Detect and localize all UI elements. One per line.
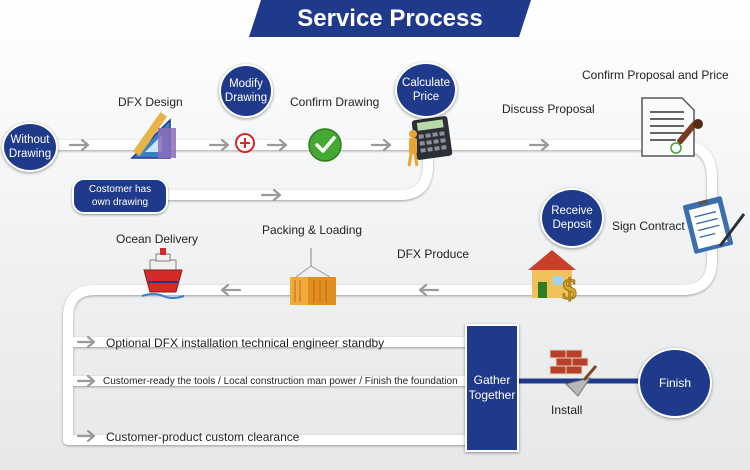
bubble-customer-own-drawing: Costomer has own drawing xyxy=(72,178,168,214)
bubble-without-drawing: Without Drawing xyxy=(2,122,58,172)
label-sign-contract: Sign Contract xyxy=(612,219,685,233)
bubble-calculate-price: Calculate Price xyxy=(395,62,457,118)
label-packing-loading: Packing & Loading xyxy=(262,223,363,237)
label-confirm-proposal: Confirm Proposal and Price xyxy=(582,68,729,82)
arrow-4 xyxy=(370,138,392,152)
label-discuss-proposal: Discuss Proposal xyxy=(502,102,595,116)
page-title: Service Process xyxy=(297,4,483,32)
branch-customer-ready: Customer-ready the tools / Local constru… xyxy=(103,376,458,387)
label-dfx-produce: DFX Produce xyxy=(397,247,470,261)
arrow-1 xyxy=(68,138,90,152)
label-dfx-design: DFX Design xyxy=(118,95,183,109)
bubble-finish: Finish xyxy=(638,348,712,418)
house-dollar-icon: $ xyxy=(528,250,577,306)
cargo-ship-icon xyxy=(141,248,185,299)
bubble-receive-deposit: Receive Deposit xyxy=(540,188,604,248)
arrow-7 xyxy=(418,283,440,297)
arrow-10 xyxy=(76,374,96,388)
brick-trowel-icon xyxy=(549,349,598,397)
label-confirm-drawing: Confirm Drawing xyxy=(290,95,380,109)
bubble-modify-drawing: Modify Drawing xyxy=(219,64,273,118)
branch-engineer-standby: Optional DFX installation technical engi… xyxy=(106,336,385,350)
arrow-6 xyxy=(260,188,282,202)
container-crane-icon xyxy=(290,248,336,305)
label-ocean-delivery: Ocean Delivery xyxy=(116,232,199,246)
arrow-5 xyxy=(528,138,550,152)
document-stamp-icon xyxy=(641,97,703,157)
branch-custom-clearance: Customer-product custom clearance xyxy=(106,430,300,444)
plus-circle-icon xyxy=(235,133,255,153)
label-install: Install xyxy=(551,403,583,417)
arrow-2 xyxy=(208,138,230,152)
clipboard-pen-icon xyxy=(682,196,746,254)
ruler-triangle-icon xyxy=(130,112,176,159)
calculator-icon xyxy=(407,116,453,167)
svg-text:$: $ xyxy=(562,273,577,306)
arrow-8 xyxy=(220,283,242,297)
gather-together-box: Gather Together xyxy=(465,324,519,452)
arrow-9 xyxy=(76,335,96,349)
arrow-11 xyxy=(76,429,96,443)
arrow-3 xyxy=(266,138,288,152)
check-circle-icon xyxy=(308,128,342,162)
